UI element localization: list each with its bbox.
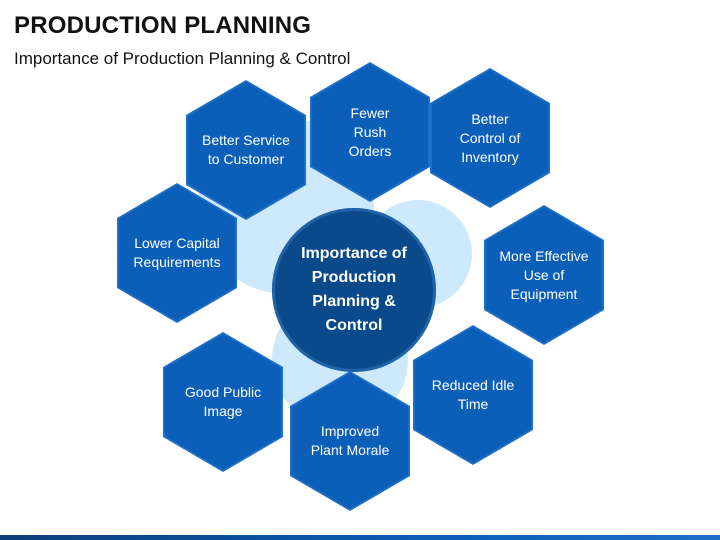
center-circle: Importance of Production Planning & Cont…: [272, 208, 436, 372]
hexagon-improved-plant-morale: Improved Plant Morale: [290, 371, 410, 511]
slide-subtitle: Importance of Production Planning & Cont…: [14, 49, 351, 68]
slide-title: PRODUCTION PLANNING: [14, 12, 312, 39]
hexagon-label: Better Control of Inventory: [459, 110, 521, 165]
hexagon-label: Good Public Image: [184, 384, 262, 419]
hexagon-label: Reduced Idle Time: [431, 377, 515, 412]
hexagon-label: Improved Plant Morale: [310, 423, 390, 458]
center-label: Importance of Production Planning & Cont…: [301, 245, 407, 334]
hexagon-label: Lower Capital Requirements: [133, 235, 221, 270]
hexagon-label: Fewer Rush Orders: [348, 104, 392, 159]
hexagon-lower-capital-requirements: Lower Capital Requirements: [117, 183, 237, 323]
hexagon-fewer-rush-orders: Fewer Rush Orders: [310, 62, 430, 202]
hexagon-good-public-image: Good Public Image: [163, 332, 283, 472]
hexagon-reduced-idle-time: Reduced Idle Time: [413, 325, 533, 465]
hexagon-label: More Effective Use of Equipment: [499, 247, 589, 302]
footer-bar: [0, 535, 720, 540]
hexagon-better-control-inventory: Better Control of Inventory: [430, 68, 550, 208]
hexagon-label: Better Service to Customer: [202, 132, 290, 167]
hexagon-more-effective-equipment: More Effective Use of Equipment: [484, 205, 604, 345]
